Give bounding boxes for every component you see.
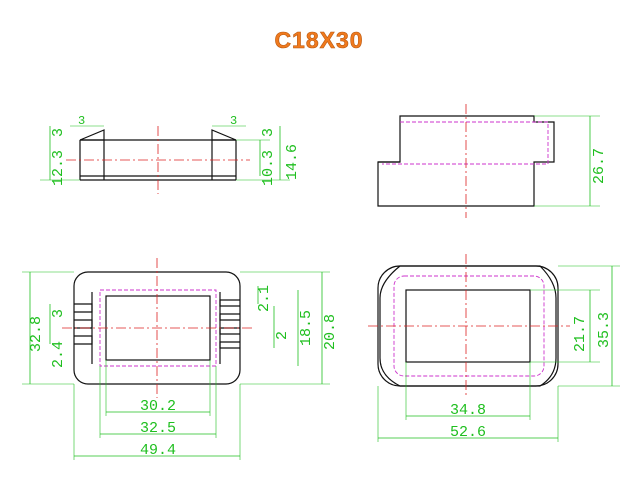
top-right-pin-1: [219, 299, 240, 307]
top-left-pin-3: [74, 335, 93, 345]
top-left-pins: [74, 292, 93, 364]
top-dim-slot: 3: [50, 309, 67, 318]
bottom-flange-edge: [379, 265, 557, 387]
top-dim-overall-width: 49.4: [140, 442, 176, 459]
front-dim-flange-height-left: 3: [50, 128, 67, 137]
front-right-flange: [211, 129, 237, 141]
top-left-pin-1: [74, 303, 93, 313]
top-dim-height: 32.8: [28, 316, 45, 352]
top-right-pin-2: [219, 313, 240, 321]
top-right-pin-4: [219, 341, 240, 349]
front-view: 3 3 3 3 12.3 10.3 14.6: [40, 114, 301, 194]
front-dim-flange-height-right: 3: [260, 128, 277, 137]
bottom-dim-overall-width: 52.6: [450, 424, 486, 441]
side-view: 26.7: [377, 104, 608, 218]
top-view: 32.8 3 2.4 2.1 2 18.5 20.8 30.2 32.5 49.…: [22, 258, 339, 460]
top-dim-outer-height: 20.8: [322, 314, 339, 350]
top-dim-gap: 2: [274, 331, 291, 340]
bottom-view: 21.7 35.3 34.8 52.6: [368, 254, 620, 442]
drawing-title: C18X30: [274, 27, 363, 53]
top-right-pin-3: [219, 327, 240, 335]
side-dim-height: 26.7: [591, 148, 608, 184]
front-dim-flange-width-right: 3: [230, 114, 237, 128]
top-dim-inner-width: 30.2: [140, 398, 176, 415]
front-left-flange: [79, 129, 105, 141]
bottom-dim-inner-width: 34.8: [450, 402, 486, 419]
front-dim-inner-right: 10.3: [260, 150, 277, 186]
side-hidden-edge: [382, 121, 549, 165]
front-dim-flange-width-left: 3: [78, 114, 85, 128]
top-dim-pin-pitch: 2.4: [50, 341, 67, 368]
top-dim-pin-offset: 2.1: [256, 285, 273, 312]
bottom-dim-inner-height: 21.7: [572, 316, 589, 352]
bottom-dim-overall-height: 35.3: [596, 312, 613, 348]
front-dim-overall-right: 14.6: [284, 144, 301, 180]
front-dim-overall-left: 12.3: [50, 150, 67, 186]
top-dim-mid-width: 32.5: [140, 420, 176, 437]
top-left-pin-2: [74, 319, 93, 329]
top-dim-inner-height: 18.5: [298, 310, 315, 346]
